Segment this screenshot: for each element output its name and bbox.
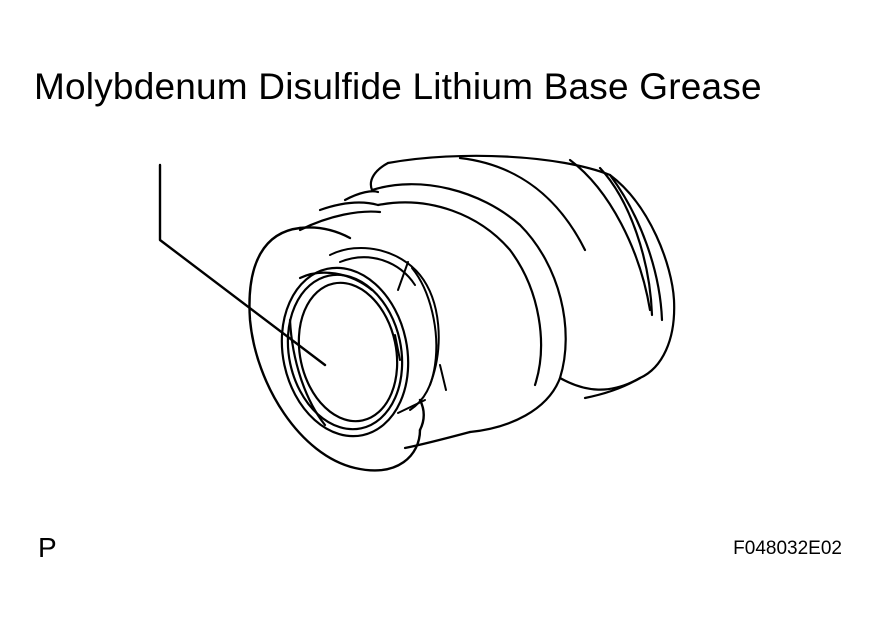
seal-lip bbox=[280, 266, 410, 438]
corner-letter: P bbox=[38, 532, 57, 563]
boot-ribs bbox=[329, 247, 447, 414]
figure-code: F048032E02 bbox=[733, 538, 842, 559]
callout-label: Molybdenum Disulfide Lithium Base Grease bbox=[34, 66, 762, 107]
callout-leader-line bbox=[158, 163, 327, 367]
boot-body bbox=[369, 154, 676, 400]
front-flange bbox=[248, 226, 425, 472]
boot-midsection bbox=[298, 183, 642, 450]
